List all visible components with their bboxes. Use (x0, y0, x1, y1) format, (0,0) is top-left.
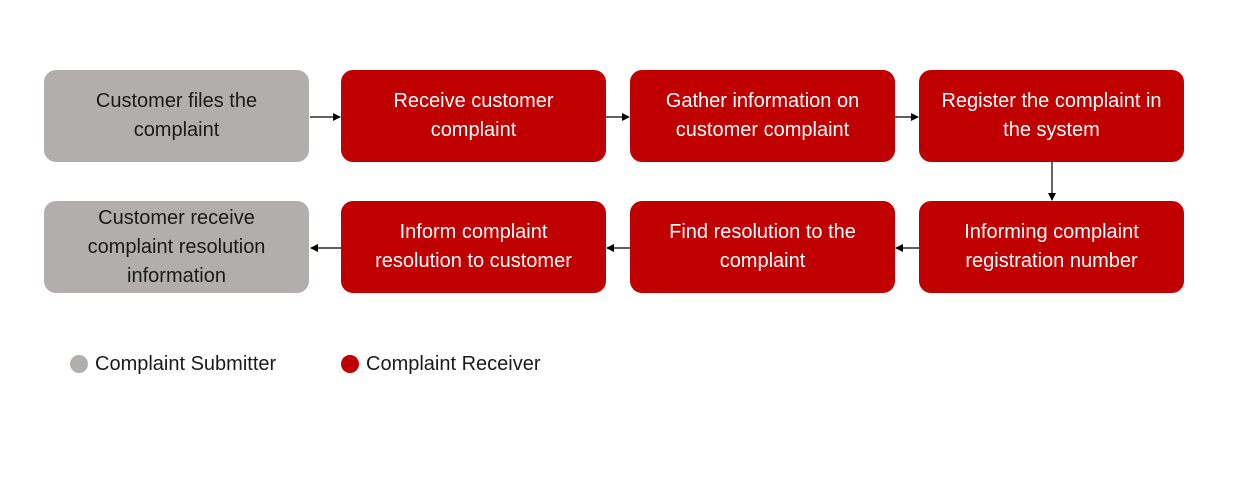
step-inform-resolution: Inform complaint resolution to customer (341, 201, 606, 293)
step-informing-registration-number: Informing complaint registration number (919, 201, 1184, 293)
step-label: Customer files the complaint (95, 90, 258, 141)
step-label: Customer receive complaint resolution in… (87, 206, 266, 287)
step-label: Informing complaint registration number (964, 221, 1139, 272)
legend-item-submitter: Complaint Submitter (70, 352, 276, 376)
step-label: Inform complaint resolution to customer (375, 221, 572, 272)
step-find-resolution: Find resolution to the complaint (630, 201, 895, 293)
legend-swatch-submitter (70, 355, 88, 373)
step-label: Register the complaint in the system (941, 90, 1162, 141)
step-gather-information: Gather information on customer complaint (630, 70, 895, 162)
step-customer-receive-resolution: Customer receive complaint resolution in… (44, 201, 309, 293)
step-label: Find resolution to the complaint (669, 221, 856, 272)
step-customer-files-complaint: Customer files the complaint (44, 70, 309, 162)
legend-label-receiver: Complaint Receiver (366, 352, 541, 375)
step-register-complaint: Register the complaint in the system (919, 70, 1184, 162)
step-label: Receive customer complaint (393, 90, 554, 141)
legend-swatch-receiver (341, 355, 359, 373)
legend-label-submitter: Complaint Submitter (95, 352, 277, 375)
step-label: Gather information on customer complaint (665, 90, 860, 141)
legend-item-receiver: Complaint Receiver (341, 352, 541, 376)
step-receive-customer-complaint: Receive customer complaint (341, 70, 606, 162)
